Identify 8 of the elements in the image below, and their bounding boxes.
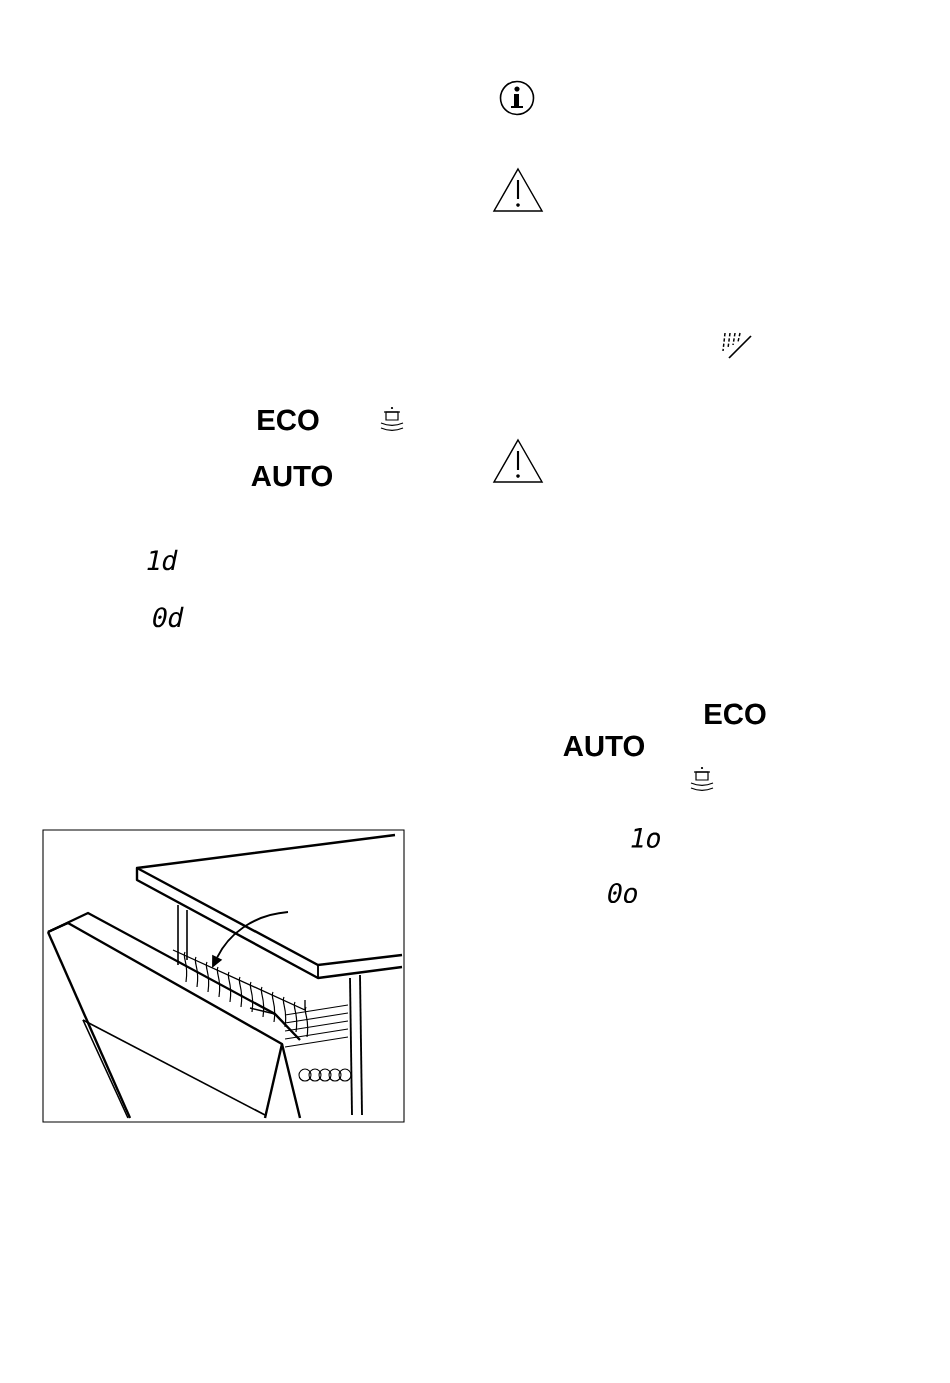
display-reading: 0d [153,606,184,628]
display-reading: 1o [631,828,660,848]
mode-label: AUTO [563,735,645,757]
display-reading: 1d [147,549,178,571]
mode-label: AUTO [251,465,333,487]
mode-label: ECO [258,409,319,431]
display-reading: 0o [608,882,637,904]
mode-label: ECO [705,703,766,725]
